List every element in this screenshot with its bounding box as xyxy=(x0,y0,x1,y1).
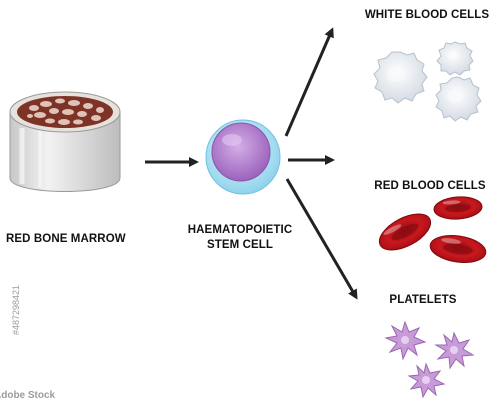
label-platelets: PLATELETS xyxy=(389,294,457,306)
stem-cell-icon xyxy=(205,119,281,195)
label-stem-cell: HAEMATOPOIETIC STEM CELL xyxy=(180,223,300,253)
red-blood-cells-icon xyxy=(378,196,487,263)
label-stem-cell-line2: STEM CELL xyxy=(206,239,274,251)
label-white-blood-cells: WHITE BLOOD CELLS xyxy=(364,9,490,21)
arrow-stem-to-wbc xyxy=(284,27,334,137)
white-blood-cells-icon xyxy=(373,41,482,122)
watermark-brand: Adobe Stock xyxy=(0,390,56,401)
label-red-bone-marrow: RED BONE MARROW xyxy=(6,233,126,245)
bone-marrow-icon xyxy=(9,91,121,192)
watermark-stock-id: #487298421 xyxy=(11,284,21,336)
platelets-icon xyxy=(384,320,475,399)
label-red-blood-cells: RED BLOOD CELLS xyxy=(374,180,486,192)
arrow-stem-to-platelets xyxy=(285,178,358,300)
label-stem-cell-line1: HAEMATOPOIETIC xyxy=(187,224,293,236)
